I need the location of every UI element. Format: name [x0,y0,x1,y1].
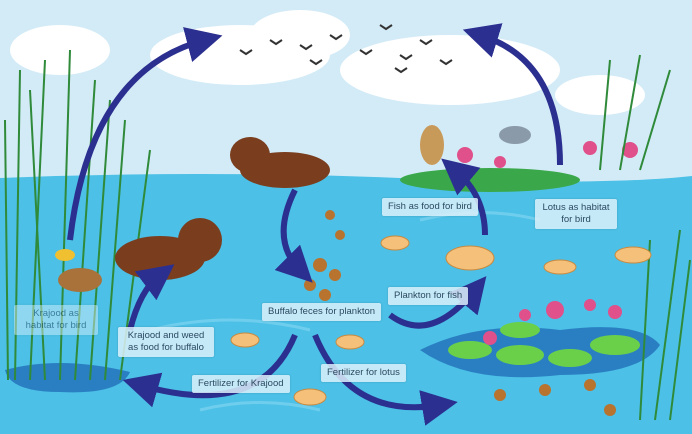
bird-nest [58,268,102,292]
arrow-buffalo-to-feces [274,188,313,283]
label-plankton-fish: Plankton for fish [388,287,469,305]
buffalo-feces [304,210,616,416]
herons [420,125,531,165]
arrow-krajood-to-buffalo [127,264,175,331]
buffalo-top [230,137,330,188]
label-fertilizer-lotus: Fertilizer for lotus [321,364,406,382]
flying-birds [239,24,453,74]
label-krajood-food: Krajood and weed as food for buffalo [118,327,214,357]
cycle-arrows [67,23,563,426]
lotus-pads [448,322,640,367]
arrow-feces-to-lotus [312,333,458,426]
lotus-island-top [400,168,580,192]
label-fish-bird: Fish as food for bird [382,198,478,216]
label-buffalo-feces: Buffalo feces for plankton [262,303,382,321]
label-fertilizer-krajood: Fertilizer for Krajood [192,375,290,393]
fish [230,235,652,406]
arrow-krajood-to-sky [67,27,223,241]
yellow-bird [55,249,75,261]
label-krajood-habitat: Krajood as habitat for bird [14,305,98,335]
label-lotus-habitat: Lotus as habitat for bird [535,199,617,229]
arrow-lotus-to-sky [462,23,563,166]
krajood-base [5,362,130,393]
